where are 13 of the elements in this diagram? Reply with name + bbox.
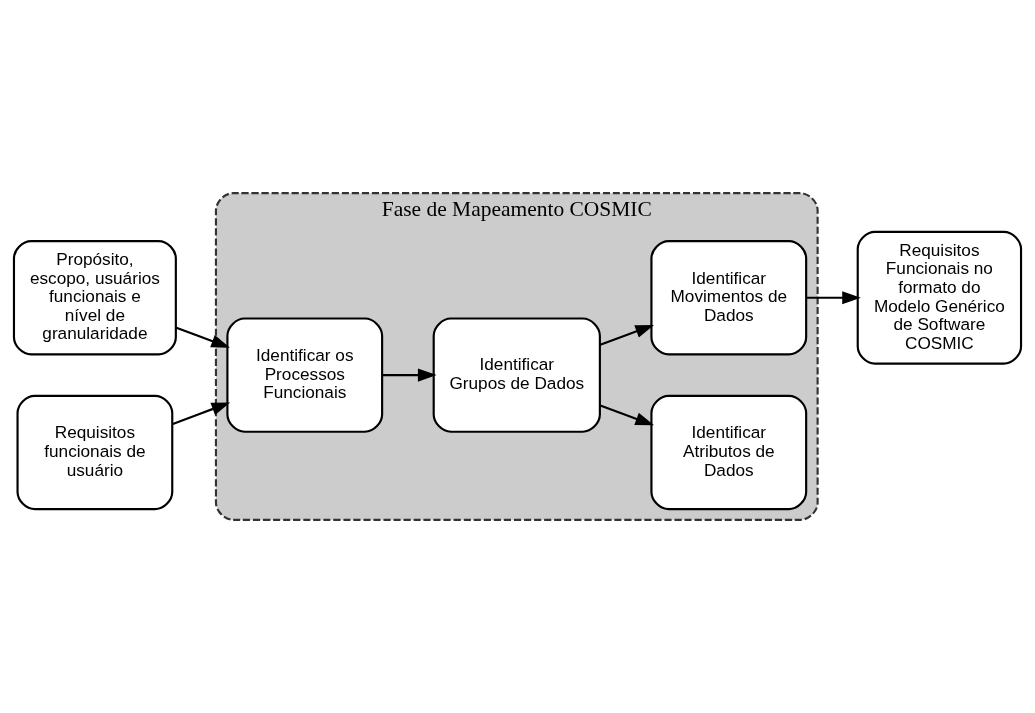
node-box: Requisitos Funcionais no formato do Modelo Genérico de Software COSMIC — [856, 230, 1023, 365]
arrow — [172, 402, 231, 425]
arrow — [599, 324, 655, 346]
arrow — [176, 326, 230, 348]
node-box: Identificar os Processos Funcionais — [226, 317, 384, 433]
arrow — [806, 291, 861, 305]
node-box: Identificar Movimentos de Dados — [650, 240, 808, 356]
node-box: Identificar Grupos de Dados — [432, 317, 601, 433]
arrow — [599, 404, 655, 426]
node-box: Identificar Atributos de Dados — [650, 394, 808, 511]
arrow — [382, 368, 437, 382]
node-box: Requisitos funcionais de usuário — [16, 394, 174, 511]
node-box: Propósito, escopo, usuários funcionais e nível de granularidade — [12, 240, 177, 356]
